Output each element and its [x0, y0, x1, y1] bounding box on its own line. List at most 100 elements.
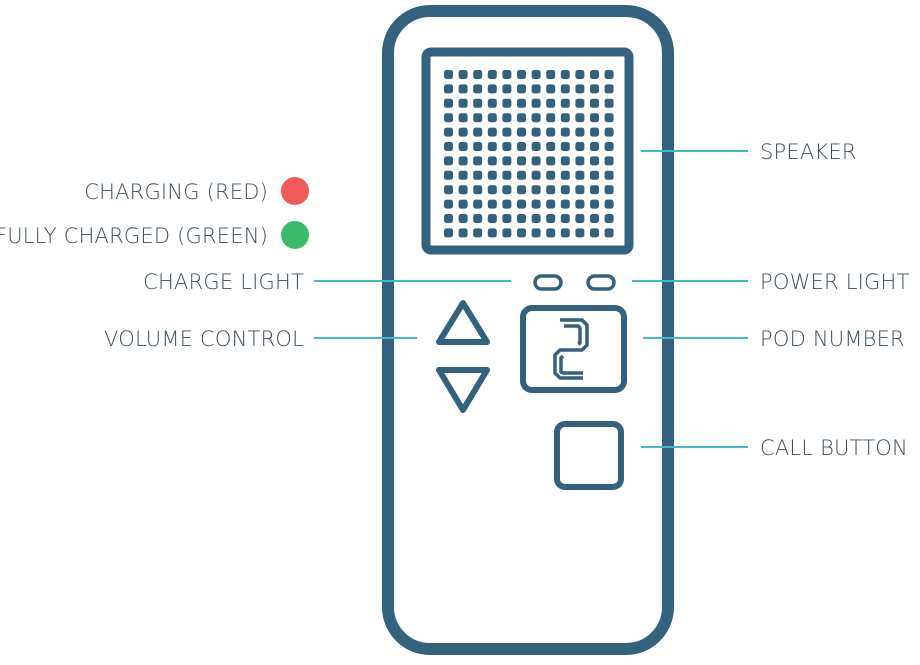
speaker-hole — [604, 113, 614, 123]
label-volume-control: VOLUME CONTROL — [104, 327, 304, 351]
speaker-hole — [604, 98, 614, 108]
speaker-hole — [590, 199, 599, 209]
speaker-hole — [531, 170, 541, 180]
speaker-hole — [590, 113, 599, 123]
speaker-hole — [531, 142, 541, 151]
charging-indicator-dot — [281, 177, 309, 205]
speaker-hole — [502, 214, 512, 223]
speaker-hole — [546, 127, 556, 137]
speaker-hole — [546, 214, 556, 223]
speaker-hole — [517, 142, 526, 151]
speaker-hole — [444, 142, 453, 151]
speaker-hole — [487, 84, 497, 94]
speaker-hole — [487, 199, 497, 209]
speaker-hole — [546, 199, 556, 209]
speaker-hole — [560, 185, 570, 195]
speaker-hole — [517, 185, 526, 195]
speaker-hole — [458, 84, 468, 94]
speaker-hole — [546, 84, 556, 94]
speaker-hole — [487, 70, 497, 79]
speaker-hole — [444, 185, 453, 195]
speaker-hole — [502, 228, 512, 238]
speaker-hole — [590, 127, 599, 137]
speaker-hole — [487, 127, 497, 137]
speaker-hole — [546, 156, 556, 166]
speaker-hole — [575, 185, 585, 195]
speaker-grille-frame — [421, 47, 634, 255]
speaker-hole — [517, 113, 526, 123]
speaker-hole — [502, 142, 512, 151]
speaker-hole — [458, 228, 468, 238]
label-pod-number: POD NUMBER — [760, 327, 905, 351]
volume-up-button[interactable] — [436, 300, 490, 345]
speaker-hole — [546, 170, 556, 180]
speaker-hole — [502, 127, 512, 137]
speaker-hole — [531, 228, 541, 238]
speaker-hole — [487, 214, 497, 223]
speaker-hole — [560, 142, 570, 151]
speaker-hole — [560, 228, 570, 238]
speaker-hole — [531, 113, 541, 123]
speaker-hole — [604, 228, 614, 238]
speaker-holes — [444, 70, 614, 238]
speaker — [421, 47, 634, 255]
speaker-hole — [458, 142, 468, 151]
speaker-hole — [560, 70, 570, 79]
speaker-hole — [502, 70, 512, 79]
speaker-hole — [546, 70, 556, 79]
speaker-hole — [560, 170, 570, 180]
speaker-hole — [546, 185, 556, 195]
speaker-hole — [575, 98, 585, 108]
speaker-hole — [575, 127, 585, 137]
speaker-hole — [458, 214, 468, 223]
speaker-hole — [531, 156, 541, 166]
speaker-hole — [444, 84, 453, 94]
speaker-hole — [487, 142, 497, 151]
speaker-hole — [458, 127, 468, 137]
pod-number-digit: 2 — [553, 318, 589, 380]
speaker-hole — [531, 127, 541, 137]
speaker-hole — [473, 142, 483, 151]
speaker-hole — [604, 127, 614, 137]
speaker-hole — [604, 170, 614, 180]
speaker-hole — [575, 142, 585, 151]
speaker-hole — [604, 142, 614, 151]
speaker-hole — [604, 199, 614, 209]
speaker-hole — [590, 84, 599, 94]
speaker-hole — [502, 113, 512, 123]
speaker-hole — [590, 170, 599, 180]
speaker-hole — [458, 199, 468, 209]
speaker-hole — [458, 113, 468, 123]
speaker-hole — [517, 127, 526, 137]
speaker-hole — [604, 70, 614, 79]
label-call-button: CALL BUTTON — [760, 436, 908, 460]
speaker-hole — [590, 156, 599, 166]
label-speaker: SPEAKER — [760, 140, 857, 164]
volume-down-button[interactable] — [436, 367, 490, 413]
speaker-hole — [473, 98, 483, 108]
speaker-hole — [560, 113, 570, 123]
speaker-hole — [444, 127, 453, 137]
speaker-hole — [546, 113, 556, 123]
speaker-hole — [531, 70, 541, 79]
call-button[interactable] — [554, 421, 624, 490]
speaker-hole — [560, 127, 570, 137]
speaker-hole — [502, 156, 512, 166]
speaker-hole — [487, 156, 497, 166]
speaker-hole — [560, 214, 570, 223]
speaker-hole — [444, 214, 453, 223]
pager-body — [382, 5, 674, 655]
speaker-hole — [458, 156, 468, 166]
speaker-hole — [560, 199, 570, 209]
speaker-hole — [590, 214, 599, 223]
speaker-hole — [444, 70, 453, 79]
speaker-hole — [487, 113, 497, 123]
speaker-hole — [590, 142, 599, 151]
speaker-hole — [487, 228, 497, 238]
speaker-hole — [487, 185, 497, 195]
legend-charging-label: CHARGING (RED) — [84, 180, 268, 204]
speaker-hole — [473, 185, 483, 195]
speaker-hole — [473, 214, 483, 223]
